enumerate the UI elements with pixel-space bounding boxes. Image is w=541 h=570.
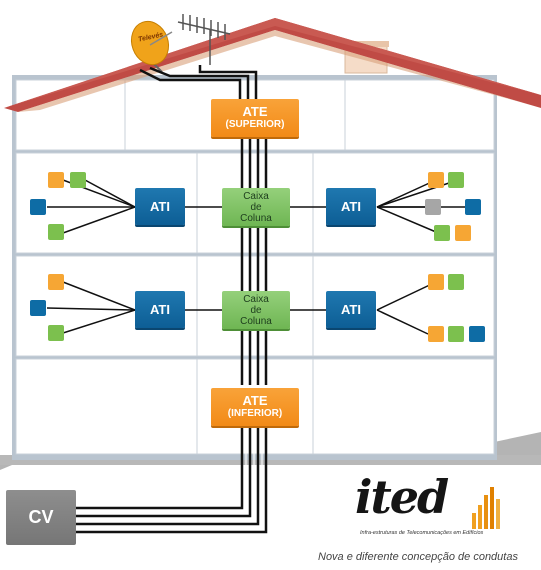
caixa-line-3: Coluna xyxy=(240,212,272,224)
outlet-green xyxy=(48,325,64,341)
satellite-dish-icon xyxy=(130,20,173,73)
ate-inferior: ATE (INFERIOR) xyxy=(211,388,299,426)
riser-cables xyxy=(240,137,268,385)
ate-superior-subtitle: (SUPERIOR) xyxy=(225,119,285,130)
caixa-line-2: de xyxy=(250,201,262,213)
outlet-orange xyxy=(428,172,444,188)
caixa-de-coluna-floor-1: Caixa de Coluna xyxy=(222,188,290,226)
caixa-line-3: Coluna xyxy=(240,315,272,327)
caixa-line-1: Caixa xyxy=(243,293,269,305)
outlet-blue xyxy=(465,199,481,215)
ited-logo-text: ited xyxy=(355,470,449,524)
ate-inferior-title: ATE xyxy=(242,393,268,408)
floor-2-wiring xyxy=(46,281,437,335)
outlet-orange xyxy=(428,326,444,342)
outlet-green xyxy=(48,224,64,240)
cv-box: CV xyxy=(6,490,76,545)
outlet-gray xyxy=(425,199,441,215)
outlet-green xyxy=(434,225,450,241)
outlet-green xyxy=(448,172,464,188)
ati-floor-2-left: ATI xyxy=(135,291,185,328)
outlet-blue xyxy=(30,199,46,215)
ate-superior: ATE (SUPERIOR) xyxy=(211,99,299,137)
caixa-line-1: Caixa xyxy=(243,190,269,202)
roof-cables xyxy=(139,65,258,100)
outlet-orange xyxy=(48,172,64,188)
outlet-orange xyxy=(48,274,64,290)
outlet-blue xyxy=(469,326,485,342)
ited-logo-bars-icon xyxy=(472,487,500,529)
caixa-de-coluna-floor-2: Caixa de Coluna xyxy=(222,291,290,329)
underground-cables xyxy=(75,427,268,534)
ate-inferior-subtitle: (INFERIOR) xyxy=(227,408,283,419)
outlet-blue xyxy=(30,300,46,316)
outlet-orange xyxy=(428,274,444,290)
outlet-green xyxy=(448,326,464,342)
outlet-green xyxy=(448,274,464,290)
ate-superior-title: ATE xyxy=(242,104,268,119)
ati-floor-1-right: ATI xyxy=(326,188,376,225)
ited-logo-subtitle: Infra-estruturas de Telecomunicações em … xyxy=(360,530,484,536)
caption: Nova e diferente concepção de condutas xyxy=(318,551,518,563)
outlet-orange xyxy=(455,225,471,241)
antenna-icon xyxy=(177,14,231,65)
caixa-line-2: de xyxy=(250,304,262,316)
ati-floor-2-right: ATI xyxy=(326,291,376,328)
ati-floor-1-left: ATI xyxy=(135,188,185,225)
outlet-green xyxy=(70,172,86,188)
